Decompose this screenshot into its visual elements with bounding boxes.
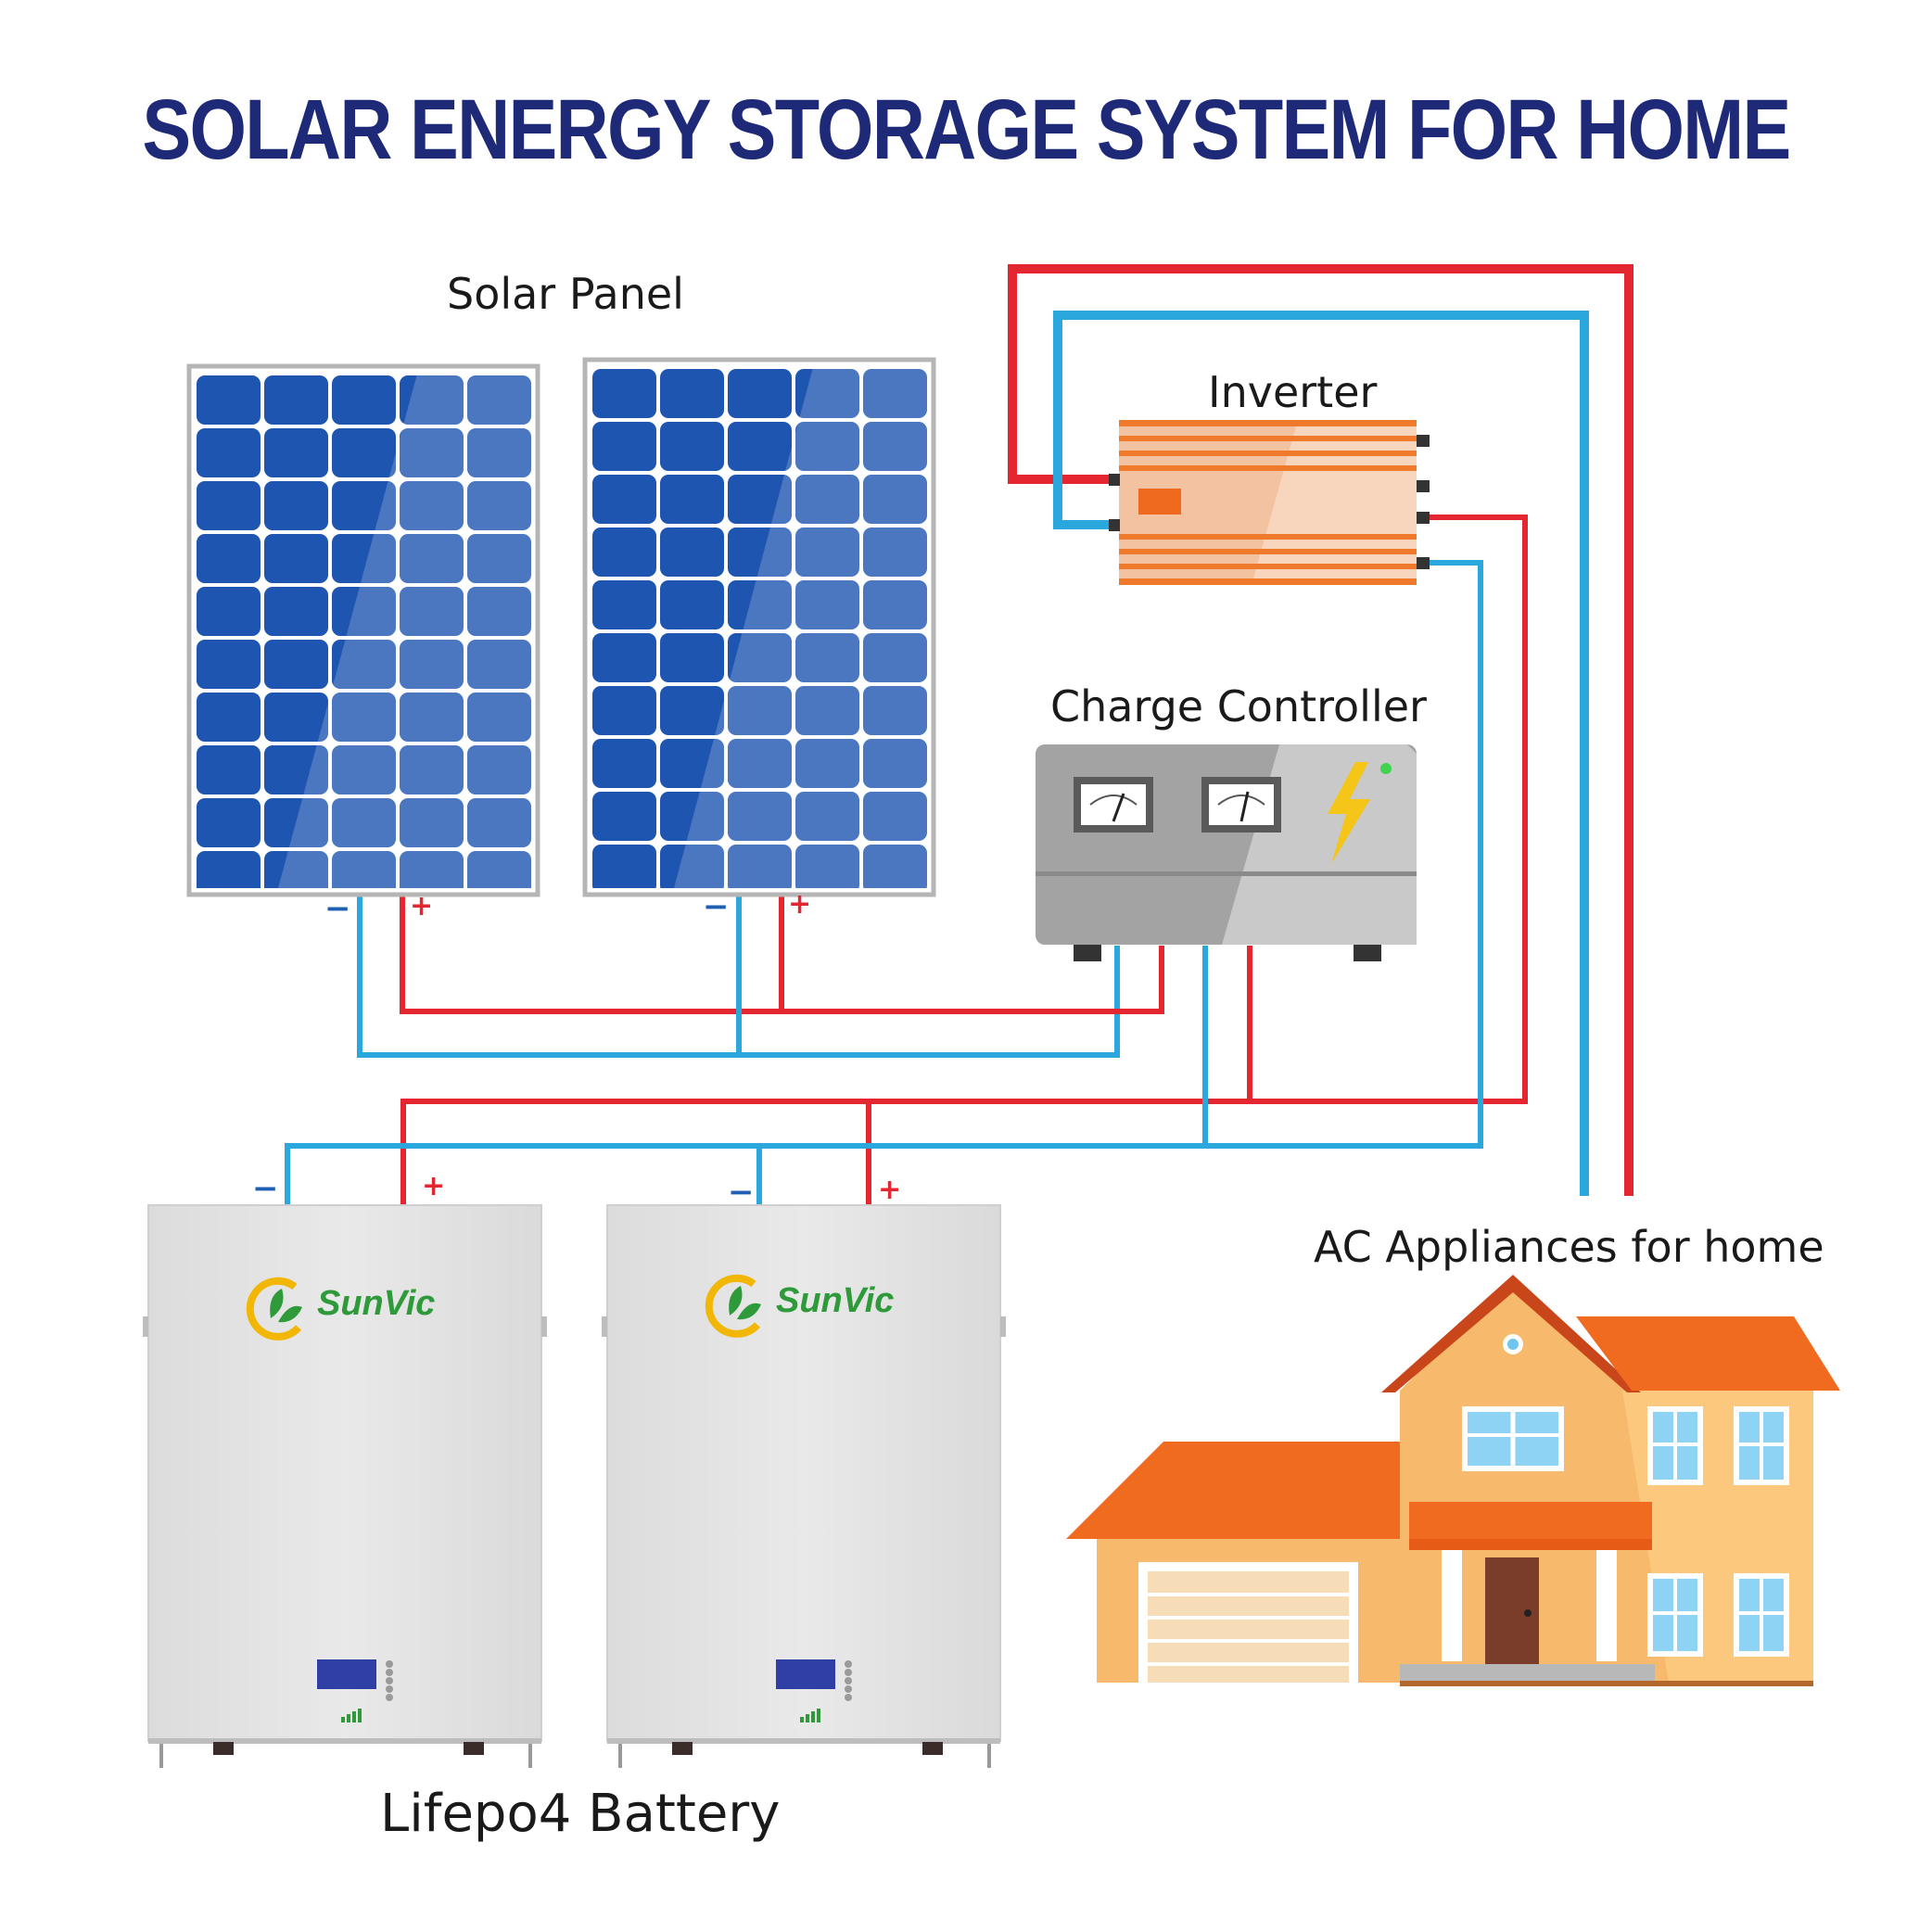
solar-panel-2 xyxy=(582,357,936,897)
panel1-positive-sign: + xyxy=(410,890,434,922)
inverter-label: Inverter xyxy=(1208,367,1378,417)
battery2-negative-sign: − xyxy=(728,1174,755,1211)
gauge-left-icon xyxy=(1074,777,1153,833)
battery2-brand-label: SunVic xyxy=(776,1281,895,1320)
battery1-positive-sign: + xyxy=(422,1170,446,1202)
status-led-icon xyxy=(1380,763,1392,774)
battery1-brand-label: SunVic xyxy=(317,1284,436,1323)
wires xyxy=(285,264,1633,1205)
charge-controller-label: Charge Controller xyxy=(1050,681,1427,731)
panel2-positive-sign: + xyxy=(788,888,812,921)
sunvic-logo-icon xyxy=(705,1274,761,1338)
diagram-title: SOLAR ENERGY STORAGE SYSTEM FOR HOME xyxy=(142,83,1791,177)
battery-negative-bus xyxy=(285,560,1483,1205)
inverter-unit xyxy=(1109,420,1430,585)
battery1-negative-sign: − xyxy=(252,1170,279,1207)
battery-unit-2 xyxy=(602,1204,1006,1768)
house-windows xyxy=(1462,1406,1789,1657)
battery-label: Lifepo4 Battery xyxy=(380,1784,781,1844)
gauge-right-icon xyxy=(1201,777,1281,833)
ac-appliances-label: AC Appliances for home xyxy=(1314,1222,1824,1272)
ac-negative-wire xyxy=(1053,311,1589,1196)
sunvic-logo-icon xyxy=(246,1277,302,1341)
lightning-icon xyxy=(1328,762,1370,864)
panel2-negative-sign: − xyxy=(703,888,730,925)
panel1-negative-sign: − xyxy=(324,890,351,927)
solar-panel-label: Solar Panel xyxy=(447,269,684,319)
battery-unit-1 xyxy=(143,1204,547,1768)
battery2-positive-sign: + xyxy=(878,1174,902,1206)
house-illustration xyxy=(1066,1275,1840,1686)
solar-panel-1 xyxy=(186,363,540,897)
battery-positive-bus xyxy=(400,515,1528,1205)
charge-controller-unit xyxy=(1036,744,1417,961)
ac-positive-wire xyxy=(1008,264,1633,1196)
